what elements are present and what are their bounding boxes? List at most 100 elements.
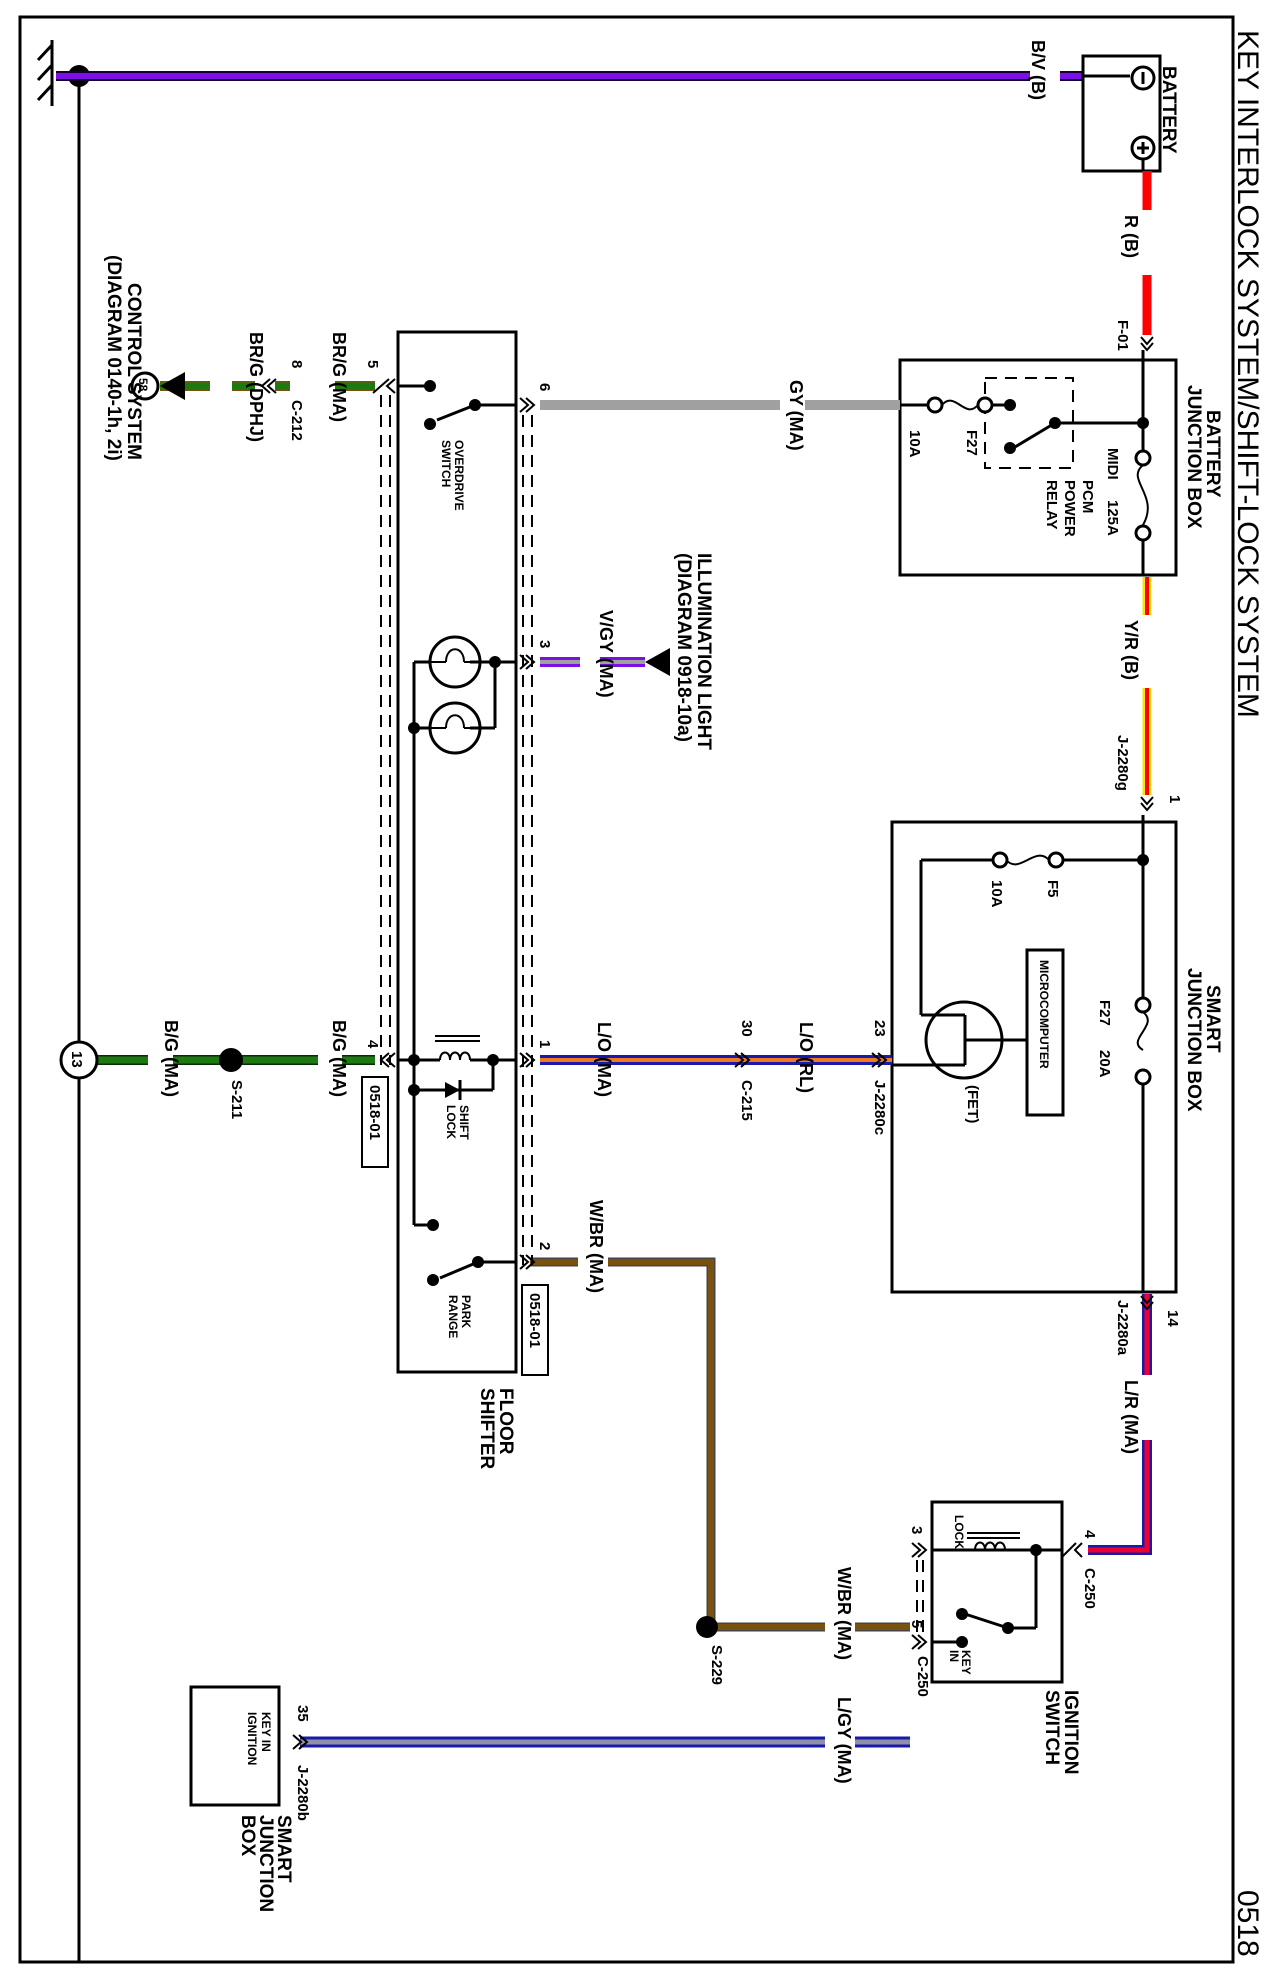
battery-junction-box[interactable] xyxy=(898,358,1178,577)
connector-f01-icon xyxy=(1140,336,1154,352)
wire-label-lgy: L/GY (MA) xyxy=(834,1697,854,1784)
wire-wbr[interactable] xyxy=(530,1257,910,1632)
connector-j2280b-label: J-2280b xyxy=(294,1765,311,1821)
connector-c250-4-pin: 4 xyxy=(1081,1530,1098,1539)
floor-shifter-pin2: 2 xyxy=(536,1242,553,1250)
key-in-label-2: IN xyxy=(947,1650,961,1662)
battery[interactable] xyxy=(1081,54,1162,173)
smart-junction-box-key-in[interactable] xyxy=(189,1685,281,1807)
connector-c212-icon xyxy=(260,378,277,394)
splice-s211 xyxy=(219,1048,243,1072)
connector-j2280c-icon xyxy=(871,1052,888,1068)
ground-symbol xyxy=(36,40,54,106)
illumination-label: ILLUMINATION LIGHT xyxy=(693,553,714,750)
connector-j2280a-label: J-2280a xyxy=(1114,1300,1131,1356)
connector-pin1-icon xyxy=(519,1052,536,1068)
ref-58-badge xyxy=(130,371,160,401)
wire-label-bg-2: B/G (MA) xyxy=(329,1020,349,1097)
wire-label-brg-dphj: BR/G (DPHJ) xyxy=(246,332,266,442)
overdrive-switch-label-2: SWITCH xyxy=(439,440,453,487)
connector-j2280c-pin: 23 xyxy=(871,1020,888,1037)
connector-j2280b-pin: 35 xyxy=(294,1705,311,1722)
battery-jb-label-2: JUNCTION BOX xyxy=(1183,385,1204,529)
fuse-f27-label: F27 xyxy=(963,430,980,456)
wire-label-gy: GY (MA) xyxy=(786,380,806,451)
diagram-frame xyxy=(18,15,1235,1964)
connector-c250-5-label: C-250 xyxy=(914,1656,931,1697)
pcm-power-relay xyxy=(984,377,1074,469)
ground-ref-13-badge xyxy=(59,1040,99,1080)
connector-j2280g-label: J-2280g xyxy=(1114,735,1131,791)
ground-ref-13-label: 13 xyxy=(68,1051,85,1068)
wire-label-bv: B/V (B) xyxy=(1028,40,1048,100)
connector-j2280c-label: J-2280c xyxy=(871,1080,888,1135)
floor-shifter-pin1: 1 xyxy=(536,1040,553,1048)
diagram-title: KEY INTERLOCK SYSTEM/SHIFT-LOCK SYSTEM xyxy=(1231,30,1264,718)
splice-s229-label: S-229 xyxy=(708,1645,725,1685)
connector-f01-label: F-01 xyxy=(1114,320,1131,351)
ref-58-label: 58 xyxy=(136,378,150,392)
ignition-switch-label-2: SWITCH xyxy=(1041,1690,1062,1765)
connector-j2280g-pin: 1 xyxy=(1166,795,1183,803)
floor-shifter-pin3: 3 xyxy=(536,640,553,648)
midi-fuse-label: MIDI xyxy=(1104,448,1121,480)
connector-c250-3-pin: 3 xyxy=(908,1526,925,1534)
connector-j2280a-pin: 14 xyxy=(1164,1310,1181,1327)
smart-junction-box[interactable] xyxy=(890,820,1178,1294)
fuse-f27-b-rating: 20A xyxy=(1096,1050,1113,1078)
wire-label-brg-ma: BR/G (MA) xyxy=(329,332,349,422)
key-in-label-1: KEY xyxy=(959,1650,973,1675)
fuse-f5-rating: 10A xyxy=(988,880,1005,908)
connector-j2280a-icon xyxy=(1140,1295,1154,1311)
smart-jb-key-label-3: BOX xyxy=(237,1815,258,1857)
midi-fuse-rating: 125A xyxy=(1104,500,1121,536)
connector-c212-label: C-212 xyxy=(288,400,305,441)
wire-label-lr: L/R (MA) xyxy=(1121,1380,1141,1454)
floor-shifter-pin4: 4 xyxy=(364,1040,381,1049)
smart-jb-key-label-2: JUNCTION xyxy=(255,1815,276,1912)
control-system-label: CONTROL SYSTEM xyxy=(123,283,144,460)
lock-solenoid-icon xyxy=(967,1532,1020,1551)
floor-shifter-pin6: 6 xyxy=(536,383,553,391)
ignition-lock-label: LOCK xyxy=(952,1515,966,1549)
control-system-label-2: (DIAGRAM 0140-1h, 2i) xyxy=(103,255,124,461)
shift-lock-label: SHIFT xyxy=(457,1105,471,1140)
fuse-f5-icon xyxy=(1047,851,1065,869)
floor-shifter[interactable] xyxy=(396,330,518,1374)
ignition-switch[interactable] xyxy=(930,1500,1064,1684)
wire-label-bg-1: B/G (MA) xyxy=(161,1020,181,1097)
park-range-label: PARK xyxy=(459,1295,473,1328)
fuse-f27-rating: 10A xyxy=(906,430,923,458)
wire-label-yr: Y/R (B) xyxy=(1121,620,1141,680)
connector-pin5-icon xyxy=(372,378,396,394)
wire-label-vgy: V/GY (MA) xyxy=(596,610,616,698)
connector-c215-label: C-215 xyxy=(738,1080,755,1121)
ref-label-a: 0518-01 xyxy=(366,1085,383,1140)
connector-pin3-icon xyxy=(519,654,536,670)
fuse-f27-icon xyxy=(926,396,944,414)
diode-icon xyxy=(445,1082,460,1098)
connector-j2280g-icon xyxy=(1140,796,1154,812)
control-system-arrow-icon xyxy=(160,372,185,400)
key-in-ignition-label-2: IGNITION xyxy=(245,1712,259,1765)
wire-label-lo-rl: L/O (RL) xyxy=(796,1022,816,1093)
connector-c215-icon xyxy=(734,1052,751,1068)
connector-c250-3-icon xyxy=(911,1542,928,1558)
illumination-label-2: (DIAGRAM 0918-10a) xyxy=(673,553,694,742)
battery-label: BATTERY xyxy=(1158,66,1179,154)
ref-label-b: 0518-01 xyxy=(526,1293,543,1348)
connector-c250-5-icon xyxy=(911,1634,928,1650)
midi-fuse-icon xyxy=(1134,449,1152,467)
fuse-f27-20a-icon xyxy=(1134,996,1152,1014)
connector-pin6-icon xyxy=(519,397,536,413)
microcomputer xyxy=(1025,948,1065,1117)
fet-label: (FET) xyxy=(964,1085,981,1123)
connector-pin4-icon xyxy=(379,1052,396,1068)
wire-label-wbr-2: W/BR (MA) xyxy=(834,1567,854,1660)
floor-shifter-label: FLOOR xyxy=(495,1388,516,1455)
relay-label-1: PCM xyxy=(1079,480,1096,513)
page-number: 0518 xyxy=(1231,1890,1264,1957)
shift-lock-label-2: LOCK xyxy=(444,1105,458,1139)
relay-label-3: RELAY xyxy=(1043,480,1060,529)
